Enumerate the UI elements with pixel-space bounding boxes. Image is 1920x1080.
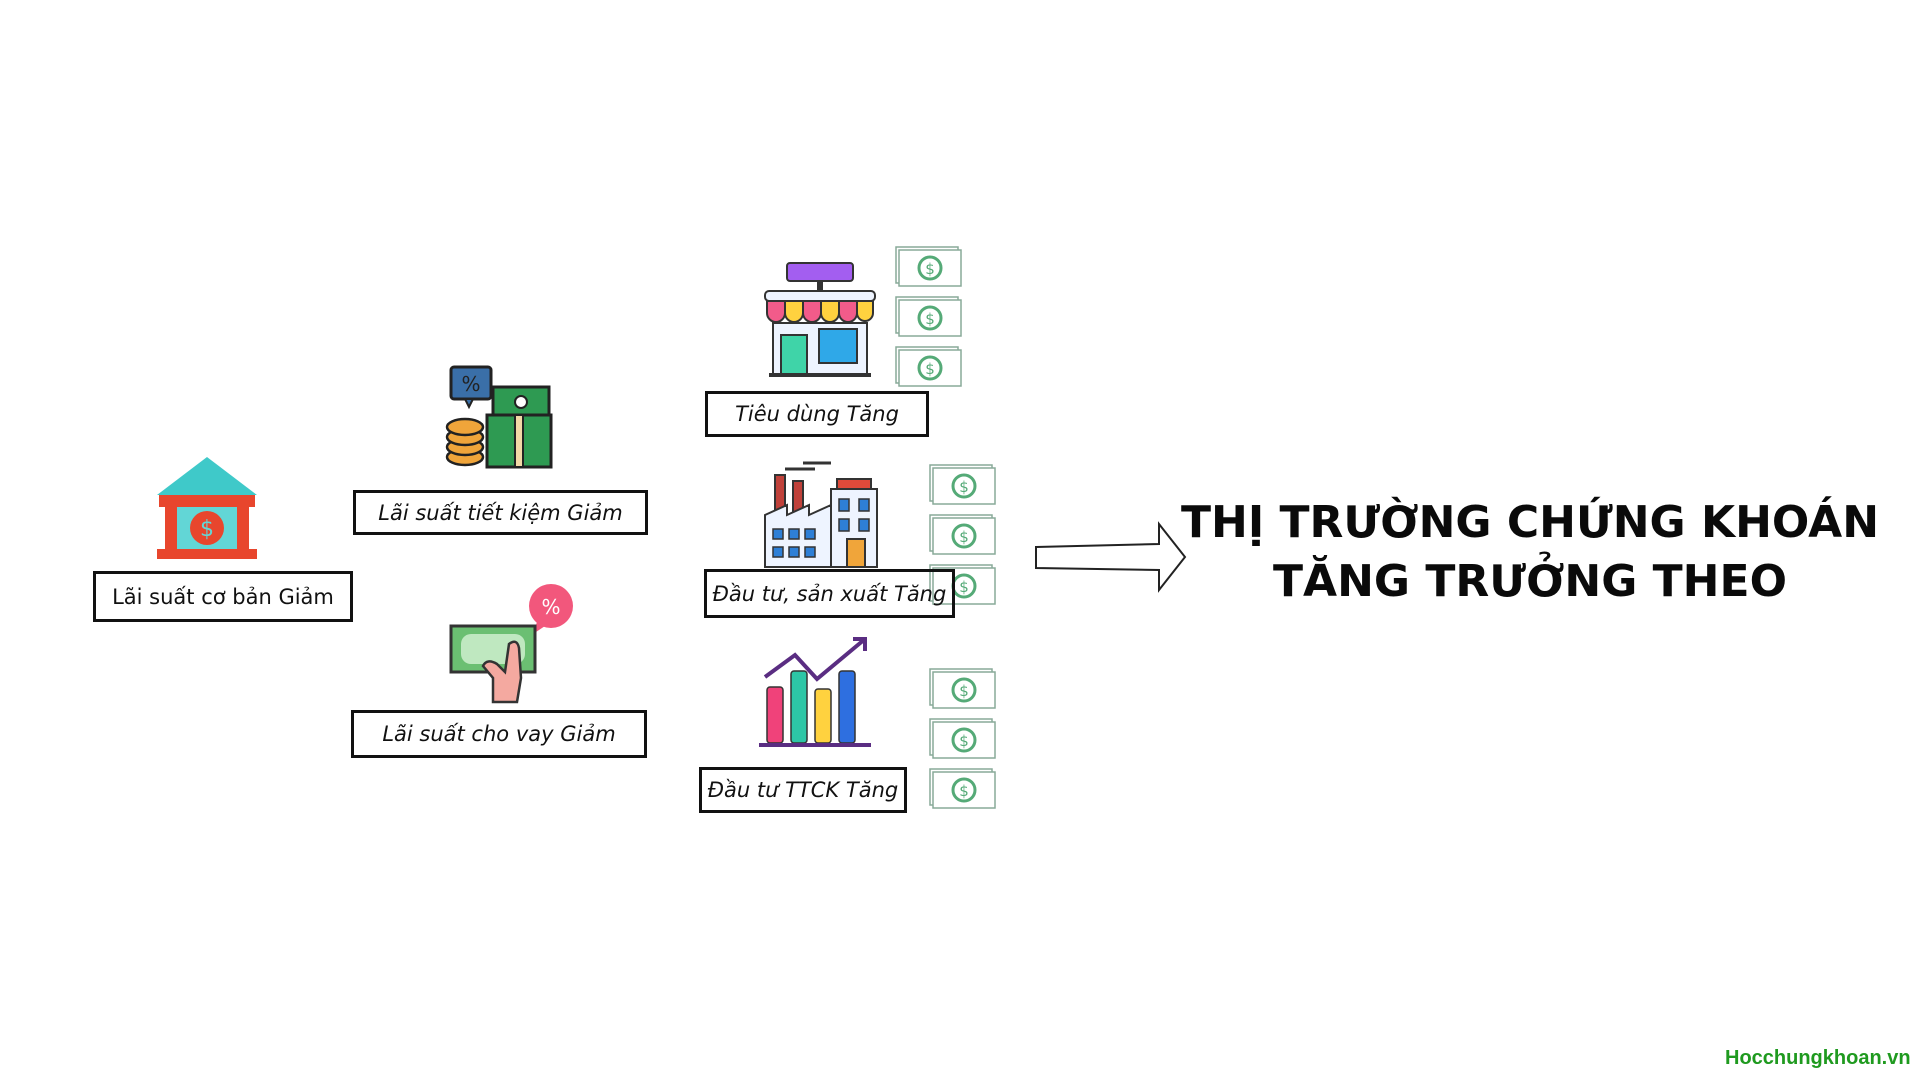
money-stack-icon: $ <box>929 768 996 809</box>
bar-chart-growth-icon <box>759 637 871 747</box>
money-stack-icon: $ <box>895 346 962 387</box>
base-rate-label: Lãi suất cơ bản Giảm <box>112 584 334 609</box>
investment-production-box: Đầu tư, sản xuất Tăng <box>704 569 955 618</box>
savings-rate-label: Lãi suất tiết kiệm Giảm <box>378 500 623 525</box>
svg-text:$: $ <box>959 578 969 596</box>
lending-rate-box: Lãi suất cho vay Giảm <box>351 710 647 758</box>
money-stack-icon: $ <box>929 464 996 505</box>
svg-text:$: $ <box>200 517 214 542</box>
savings-rate-box: Lãi suất tiết kiệm Giảm <box>353 490 648 535</box>
conclusion-line-2: TĂNG TRƯỞNG THEO <box>1273 556 1787 607</box>
watermark: Hocchungkhoan.vn <box>1725 1047 1911 1069</box>
investment-production-label: Đầu tư, sản xuất Tăng <box>712 581 947 606</box>
money-stack-icon: $ <box>895 296 962 337</box>
shop-icon <box>764 262 876 377</box>
money-stack-icon: $ <box>929 718 996 759</box>
consumption-box: Tiêu dùng Tăng <box>705 391 929 437</box>
money-stack-icon: $ <box>929 514 996 555</box>
money-stack-icon: $ <box>895 246 962 287</box>
bank-icon: $ <box>157 457 257 559</box>
coins-cash-percent-icon: % <box>445 365 553 469</box>
svg-text:$: $ <box>959 478 969 496</box>
stock-investment-box: Đầu tư TTCK Tăng <box>699 767 907 813</box>
svg-text:$: $ <box>925 360 935 378</box>
svg-text:%: % <box>461 372 480 396</box>
base-rate-box: Lãi suất cơ bản Giảm <box>93 571 353 622</box>
right-arrow-icon <box>1035 521 1187 593</box>
lending-rate-label: Lãi suất cho vay Giảm <box>382 722 616 746</box>
svg-text:$: $ <box>959 528 969 546</box>
stock-investment-label: Đầu tư TTCK Tăng <box>707 778 899 802</box>
hand-cash-percent-icon: % <box>449 584 573 704</box>
factory-icon <box>764 461 878 568</box>
svg-text:$: $ <box>925 310 935 328</box>
svg-text:$: $ <box>959 682 969 700</box>
svg-text:$: $ <box>925 260 935 278</box>
svg-text:$: $ <box>959 782 969 800</box>
conclusion-line-1: THỊ TRƯỜNG CHỨNG KHOÁN <box>1180 497 1880 548</box>
money-stack-icon: $ <box>929 668 996 709</box>
consumption-label: Tiêu dùng Tăng <box>735 402 899 426</box>
svg-text:$: $ <box>959 732 969 750</box>
svg-text:%: % <box>541 595 560 619</box>
